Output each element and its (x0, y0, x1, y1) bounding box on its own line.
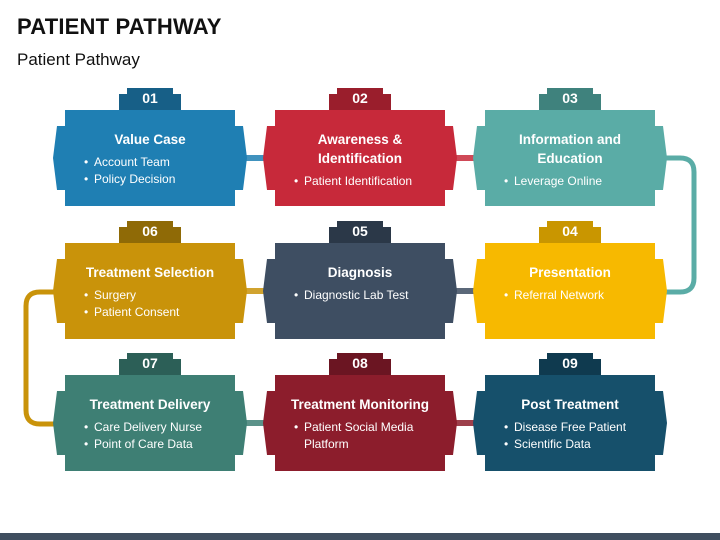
step-bullet-list: Referral Network (490, 287, 650, 304)
step-number-04: 04 (562, 223, 578, 239)
step-bullet: Diagnostic Lab Test (294, 287, 440, 304)
step-title: Treatment Delivery (89, 397, 211, 412)
step-number-02: 02 (352, 90, 368, 106)
step-bullet: Leverage Online (504, 173, 650, 190)
link-connector-3 (243, 288, 267, 294)
step-text-05: DiagnosisDiagnostic Lab Test (280, 263, 440, 304)
step-bullet: Point of Care Data (84, 436, 230, 453)
step-tab-04 (539, 221, 601, 243)
step-bullet-list: Diagnostic Lab Test (280, 287, 440, 304)
link-connector-1 (243, 155, 267, 161)
link-connector-4 (453, 288, 477, 294)
bottom-bar (0, 533, 720, 540)
step-number-01: 01 (142, 90, 158, 106)
step-title: Treatment Monitoring (291, 397, 429, 412)
step-bullet: Patient Social Media Platform (294, 419, 440, 453)
step-title: Treatment Selection (85, 265, 215, 280)
step-text-07: Treatment DeliveryCare Delivery NursePoi… (70, 395, 230, 453)
step-bullet-list: Leverage Online (490, 173, 650, 190)
step-bullet-list: Patient Identification (280, 173, 440, 190)
step-bullet-list: Care Delivery NursePoint of Care Data (70, 419, 230, 453)
step-bullet: Policy Decision (84, 171, 230, 188)
step-bullet-list: SurgeryPatient Consent (70, 287, 230, 321)
step-bullet-list: Account TeamPolicy Decision (70, 154, 230, 188)
step-number-08: 08 (352, 355, 368, 371)
step-tab-01 (119, 88, 181, 110)
step-tab-05 (329, 221, 391, 243)
step-text-03: Information and EducationLeverage Online (490, 130, 650, 190)
step-tab-09 (539, 353, 601, 375)
step-bullet: Patient Identification (294, 173, 440, 190)
step-number-07: 07 (142, 355, 158, 371)
step-bullet: Patient Consent (84, 304, 230, 321)
link-connector-2 (453, 155, 477, 161)
step-text-08: Treatment MonitoringPatient Social Media… (280, 395, 440, 453)
loop-connector-06-07 (23, 289, 60, 427)
step-text-02: Awareness & IdentificationPatient Identi… (280, 130, 440, 190)
step-bullet-list: Disease Free PatientScientific Data (490, 419, 650, 453)
step-tab-08 (329, 353, 391, 375)
step-bullet: Surgery (84, 287, 230, 304)
page-title: PATIENT PATHWAY (17, 14, 222, 39)
page-subtitle: Patient Pathway (17, 50, 140, 69)
step-number-03: 03 (562, 90, 578, 106)
step-title: Presentation (529, 265, 611, 280)
step-number-09: 09 (562, 355, 578, 371)
step-title: Diagnosis (327, 265, 393, 280)
step-tab-07 (119, 353, 181, 375)
step-number-06: 06 (142, 223, 158, 239)
step-text-09: Post TreatmentDisease Free PatientScient… (490, 395, 650, 453)
step-bullet-list: Patient Social Media Platform (280, 419, 440, 453)
link-connector-6 (453, 420, 477, 426)
step-tab-03 (539, 88, 601, 110)
link-connector-5 (243, 420, 267, 426)
step-bullet: Care Delivery Nurse (84, 419, 230, 436)
step-tab-02 (329, 88, 391, 110)
step-text-04: PresentationReferral Network (490, 263, 650, 304)
step-bullet: Account Team (84, 154, 230, 171)
step-text-06: Treatment SelectionSurgeryPatient Consen… (70, 263, 230, 321)
step-bullet: Disease Free Patient (504, 419, 650, 436)
step-title: Awareness & Identification (317, 132, 403, 166)
step-tab-06 (119, 221, 181, 243)
step-title: Information and Education (519, 132, 621, 166)
step-bullet: Scientific Data (504, 436, 650, 453)
step-title: Value Case (114, 132, 186, 147)
loop-connector-03-04 (660, 155, 697, 295)
step-title: Post Treatment (521, 397, 619, 412)
step-text-01: Value CaseAccount TeamPolicy Decision (70, 130, 230, 188)
step-number-05: 05 (352, 223, 368, 239)
step-bullet: Referral Network (504, 287, 650, 304)
